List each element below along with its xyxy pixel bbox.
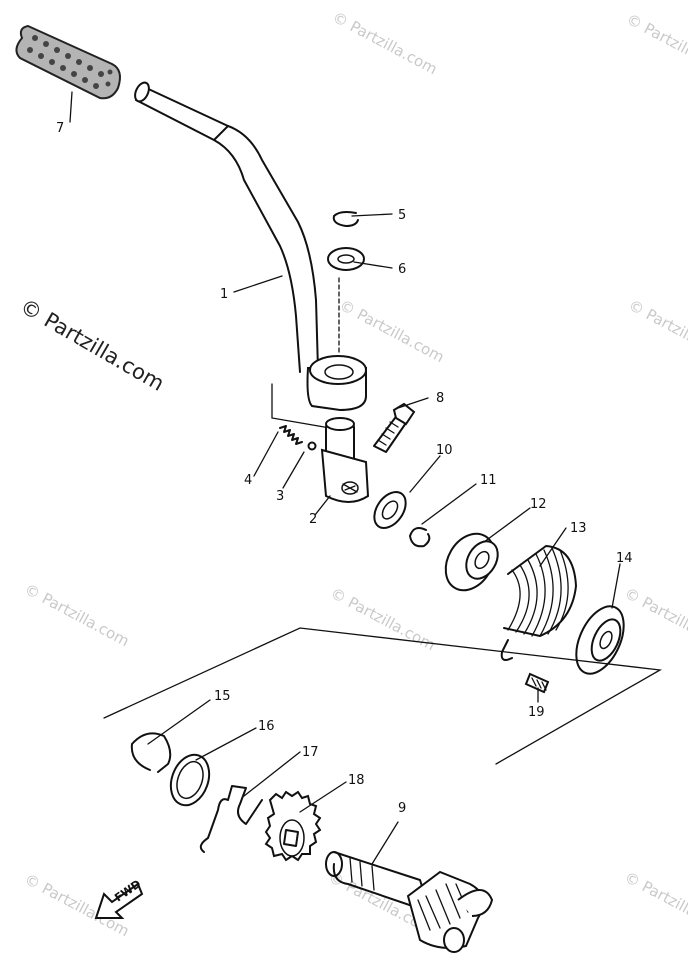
detent-ball — [307, 441, 317, 451]
part-number: 13 — [570, 521, 587, 536]
part-number: 4 — [244, 473, 252, 488]
washer — [327, 247, 365, 271]
part-number: 5 — [398, 208, 406, 223]
oil-seal — [373, 490, 407, 530]
part-number: 14 — [616, 551, 633, 566]
part-number: 12 — [530, 497, 547, 512]
detent-spring — [279, 425, 303, 445]
part-number: 1 — [220, 287, 228, 302]
part-number: 8 — [436, 391, 444, 406]
circlip — [130, 732, 172, 773]
kick-crank-lever — [134, 81, 367, 412]
forward-direction-arrow: FWD — [94, 877, 143, 919]
part-number: 3 — [276, 489, 284, 504]
part-number: 15 — [214, 689, 231, 704]
part-number: 6 — [398, 262, 406, 277]
circlip — [332, 211, 359, 227]
part-number: 17 — [302, 745, 319, 760]
part-number: 9 — [398, 801, 406, 816]
part-number: 10 — [436, 443, 453, 458]
spring-guide — [444, 532, 499, 592]
part-callouts: 1 2 3 4 5 6 7 8 9 10 11 12 13 14 15 16 1… — [56, 121, 633, 816]
kick-gear — [264, 790, 322, 862]
kick-axle-boss — [320, 417, 370, 503]
kick-axle-shaft — [325, 851, 494, 953]
part-number: 19 — [528, 705, 545, 720]
torsion-spring — [500, 545, 577, 661]
washer — [169, 753, 211, 807]
spring-cover — [575, 605, 625, 675]
part-number: 18 — [348, 773, 365, 788]
assembly-bracket — [103, 627, 663, 765]
locating-pin — [524, 672, 550, 694]
pinch-bolt — [373, 402, 416, 453]
leader-lines — [69, 91, 621, 865]
part-number: 16 — [258, 719, 275, 734]
circlip — [409, 527, 431, 548]
part-number: 11 — [480, 473, 497, 488]
part-number: 7 — [56, 121, 64, 136]
assembly-bracket — [271, 383, 331, 429]
kick-pedal-grip — [15, 24, 121, 100]
part-number: 2 — [309, 512, 317, 527]
ratchet-spring-clip — [199, 785, 263, 853]
